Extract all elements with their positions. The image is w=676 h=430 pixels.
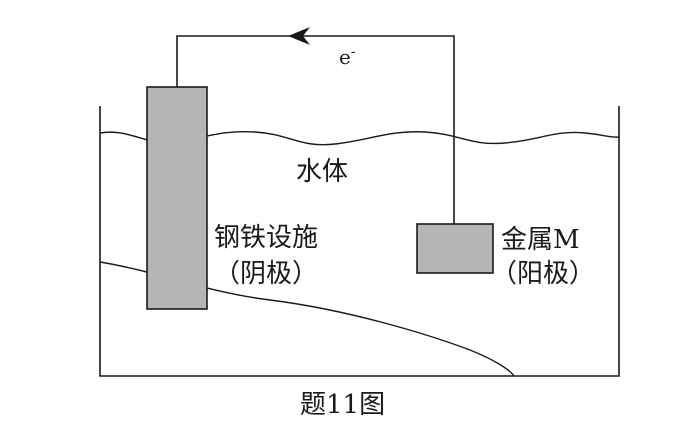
- electron-flow-arrow-icon: [288, 27, 310, 45]
- metal-m-name: 金属M: [501, 225, 580, 255]
- steel-facility-name: 钢铁设施: [214, 223, 318, 253]
- metal-m-electrode: [416, 223, 494, 274]
- external-wire: [176, 35, 455, 224]
- electron-label: e-: [339, 44, 356, 69]
- water-label: 水体: [296, 157, 348, 187]
- figure-caption: 题11图: [300, 390, 385, 420]
- container-outline: [99, 106, 620, 377]
- steel-facility-electrode: [146, 86, 208, 310]
- steel-facility-role: （阴极）: [214, 259, 318, 289]
- metal-m-role: （阳极）: [491, 259, 595, 289]
